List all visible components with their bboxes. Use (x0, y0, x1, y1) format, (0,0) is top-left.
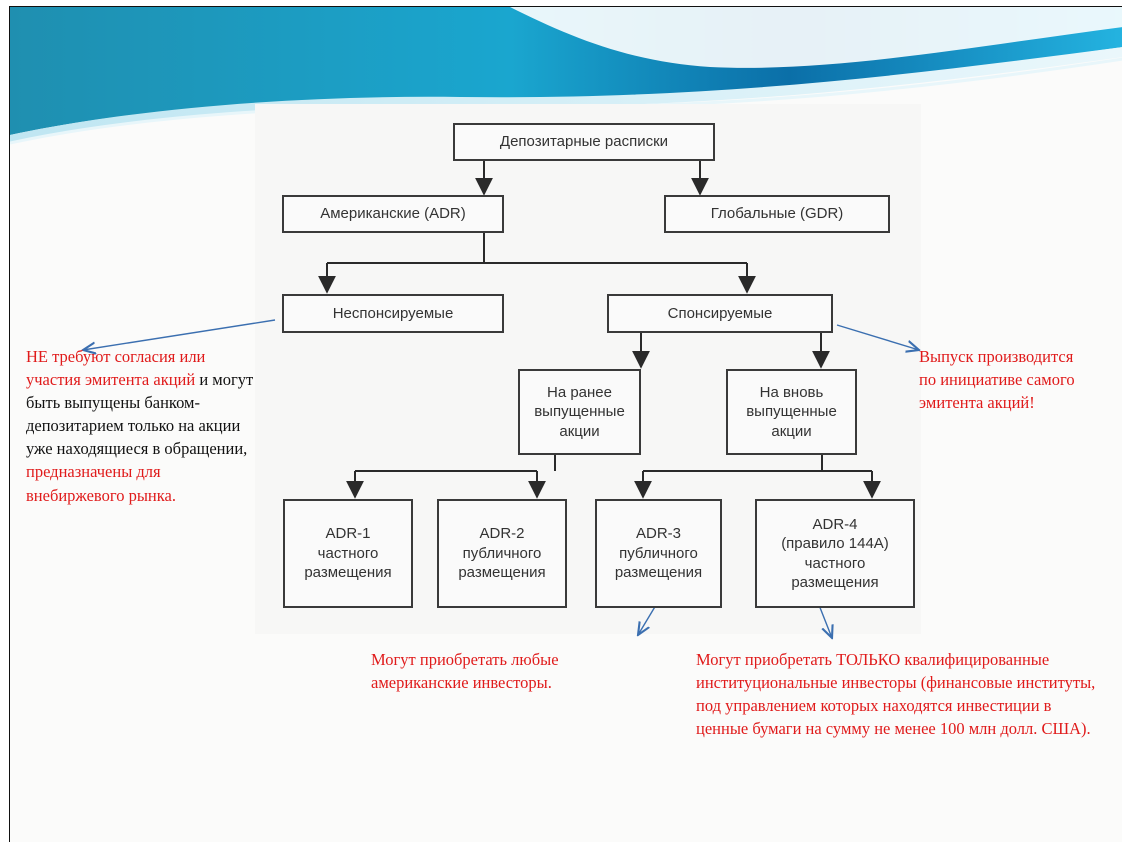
node-unsponsored: Неспонсируемые (282, 294, 504, 333)
node-gdr: Глобальные (GDR) (664, 195, 890, 233)
node-adr-3: ADR-3 публичного размещения (595, 499, 722, 608)
node-adr-2: ADR-2 публичного размещения (437, 499, 567, 608)
diagram-connectors (10, 160, 1122, 842)
note-unsponsored-red-2: предназначены для внебиржевого рынка. (26, 462, 176, 505)
note-adr-4: Могут приобретать ТОЛЬКО квалифицированн… (696, 650, 1096, 739)
header-swoosh-decoration (10, 7, 1122, 145)
node-sponsored: Спонсируемые (607, 294, 833, 333)
node-existing-shares: На ранее выпущенные акции (518, 369, 641, 455)
note-unsponsored-red-1: НЕ требуют согласия или участия эмитента… (26, 347, 206, 390)
note-sponsored: Выпуск производится по инициативе самого… (919, 347, 1075, 413)
node-adr-4: ADR-4 (правило 144A) частного размещения (755, 499, 915, 608)
node-new-shares: На вновь выпущенные акции (726, 369, 857, 455)
slide: Депозитарные расписки Американские (ADR)… (9, 6, 1122, 842)
note-adr-3: Могут приобретать любые американские инв… (371, 650, 559, 693)
note-unsponsored: НЕ требуют согласия или участия эмитента… (26, 345, 256, 507)
note-unsponsored-black: и могут быть выпущены банком-депозитарие… (26, 370, 254, 459)
node-adr-1: ADR-1 частного размещения (283, 499, 413, 608)
node-adr: Американские (ADR) (282, 195, 504, 233)
node-depositary-receipts: Депозитарные расписки (453, 123, 715, 161)
